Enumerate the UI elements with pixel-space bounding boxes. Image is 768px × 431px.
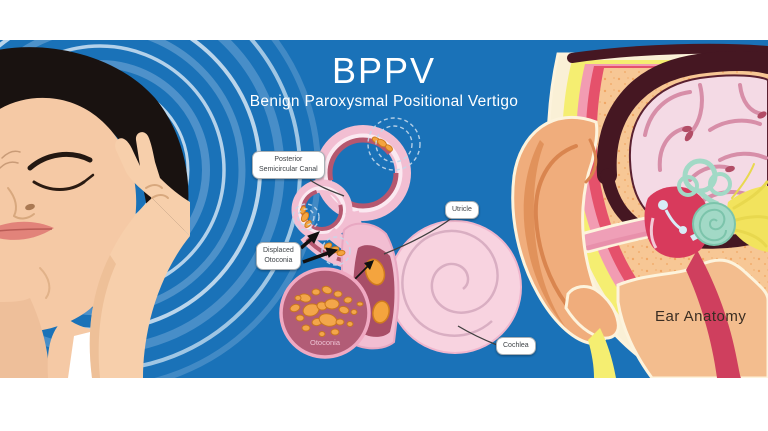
- displaced-otoconia-crystals: [299, 136, 393, 257]
- middle-ear: [644, 186, 711, 258]
- label-otoconia-inset: Otoconia: [309, 338, 341, 347]
- label-cochlea: Cochlea: [496, 337, 536, 356]
- motion-dashed-circles: [292, 117, 421, 266]
- label-line: Otoconia: [264, 257, 293, 265]
- label-utricle: Utricle: [445, 201, 479, 220]
- forearm: [89, 198, 190, 378]
- eardrum: [649, 217, 658, 249]
- hair: [0, 47, 189, 283]
- label-line: Cochlea: [503, 342, 529, 349]
- closed-eye: [32, 180, 86, 191]
- cochlea-shape: [388, 220, 522, 354]
- ear-lobe: [564, 285, 620, 340]
- finger-folds: [145, 184, 169, 199]
- vestibular-system-diagram: [279, 117, 522, 359]
- neck: [0, 298, 50, 378]
- arm-shading: [89, 255, 116, 378]
- ear-anatomy-caption: Ear Anatomy: [655, 308, 747, 325]
- label-posterior-semicircular-canal: Posterior Semicircular Canal: [252, 151, 325, 180]
- label-line: Displaced: [263, 247, 294, 254]
- label-displaced-otoconia: Displaced Otoconia: [256, 242, 301, 271]
- cochlea-spiral: [401, 229, 499, 337]
- inset-crystals: [289, 285, 364, 337]
- fat-below-lobe: [588, 328, 616, 378]
- label-line: Posterior: [274, 156, 303, 163]
- eyebrow: [27, 152, 93, 171]
- ear-anatomy-illustration: [511, 43, 768, 378]
- eustachian-red-band: [686, 250, 741, 378]
- pinna-shadow: [523, 140, 566, 328]
- label-line: Semicircular Canal: [259, 166, 318, 174]
- ossicles: [658, 200, 699, 241]
- pinna-outer-ear: [511, 116, 620, 378]
- label-connector-lines: [309, 179, 498, 346]
- nostril: [25, 203, 35, 211]
- displaced-otoconia-arrows: [299, 231, 339, 264]
- otoconia-magnifier: [279, 260, 374, 359]
- auditory-nerve: [727, 163, 768, 252]
- brain-sulci: [682, 111, 767, 173]
- blue-banner: BPPV Benign Paroxysmal Positional Vertig…: [0, 40, 768, 378]
- face-features: [0, 150, 95, 299]
- label-line: Utricle: [452, 206, 472, 213]
- lip-line: [0, 228, 53, 232]
- inner-ear: [677, 158, 736, 246]
- lips: [0, 221, 54, 240]
- nose-line: [7, 187, 17, 217]
- artwork-canvas: [0, 40, 768, 378]
- person-illustration: [0, 47, 190, 378]
